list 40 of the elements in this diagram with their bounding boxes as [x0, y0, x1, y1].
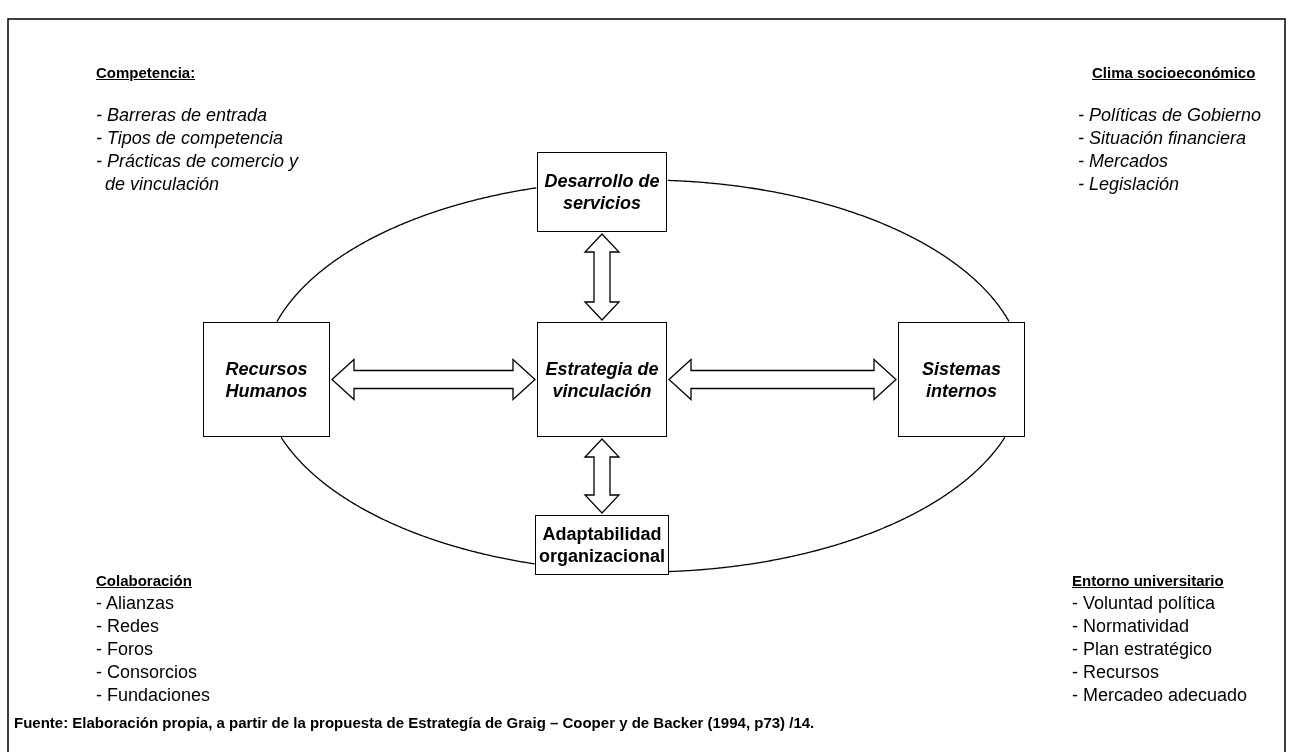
section-heading: Clima socioeconómico — [1092, 64, 1257, 82]
concept-box — [535, 515, 669, 575]
list-item: - Plan estratégico — [1072, 638, 1214, 661]
list-item: - Legislación — [1078, 173, 1181, 196]
list-item: - Alianzas — [96, 592, 176, 615]
concept-box — [898, 322, 1025, 437]
box-label: Adaptabilidad organizacional — [538, 523, 666, 567]
box-label: Sistemas internos — [920, 357, 1003, 402]
list-item: - Fundaciones — [96, 684, 212, 707]
list-item: - Redes — [96, 615, 161, 638]
double-arrow — [331, 358, 536, 401]
list-item: - Barreras de entrada — [96, 104, 269, 127]
concept-box — [537, 322, 667, 437]
list-item: - Tipos de competencia — [96, 127, 284, 150]
section-heading: Competencia: — [96, 64, 197, 82]
list-item: - Foros — [96, 638, 154, 661]
ellipse-arc — [667, 179, 1010, 323]
box-label: Recursos Humanos — [224, 357, 309, 402]
list-item: - Consorcios — [96, 661, 199, 684]
ellipse-arc — [276, 187, 537, 323]
list-item: - Políticas de Gobierno — [1078, 104, 1263, 127]
section-heading: Entorno universitario — [1072, 572, 1225, 590]
list-item: - Prácticas de comercio y de vinculación — [96, 150, 300, 196]
ellipse-arc — [668, 436, 1006, 573]
ellipse-arc — [280, 436, 536, 565]
source-caption: Fuente: Elaboración propia, a partir de la propuesta de Estrategía de Graig – Cooper y de Backer (1994, p73) /14. — [14, 714, 815, 731]
box-label: Desarrollo de servicios — [543, 170, 661, 214]
list-item: - Normatividad — [1072, 615, 1191, 638]
list-item: - Recursos — [1072, 661, 1161, 684]
box-label: Estrategia de vinculación — [544, 357, 660, 402]
concept-box — [537, 152, 667, 232]
list-item: - Mercados — [1078, 150, 1170, 173]
list-item: - Situación financiera — [1078, 127, 1248, 150]
list-item: - Mercadeo adecuado — [1072, 684, 1249, 707]
concept-box — [203, 322, 330, 437]
list-item: - Voluntad política — [1072, 592, 1217, 615]
section-heading: Colaboración — [96, 572, 193, 590]
double-arrow — [583, 233, 621, 321]
double-arrow — [668, 358, 897, 401]
double-arrow — [583, 438, 621, 514]
